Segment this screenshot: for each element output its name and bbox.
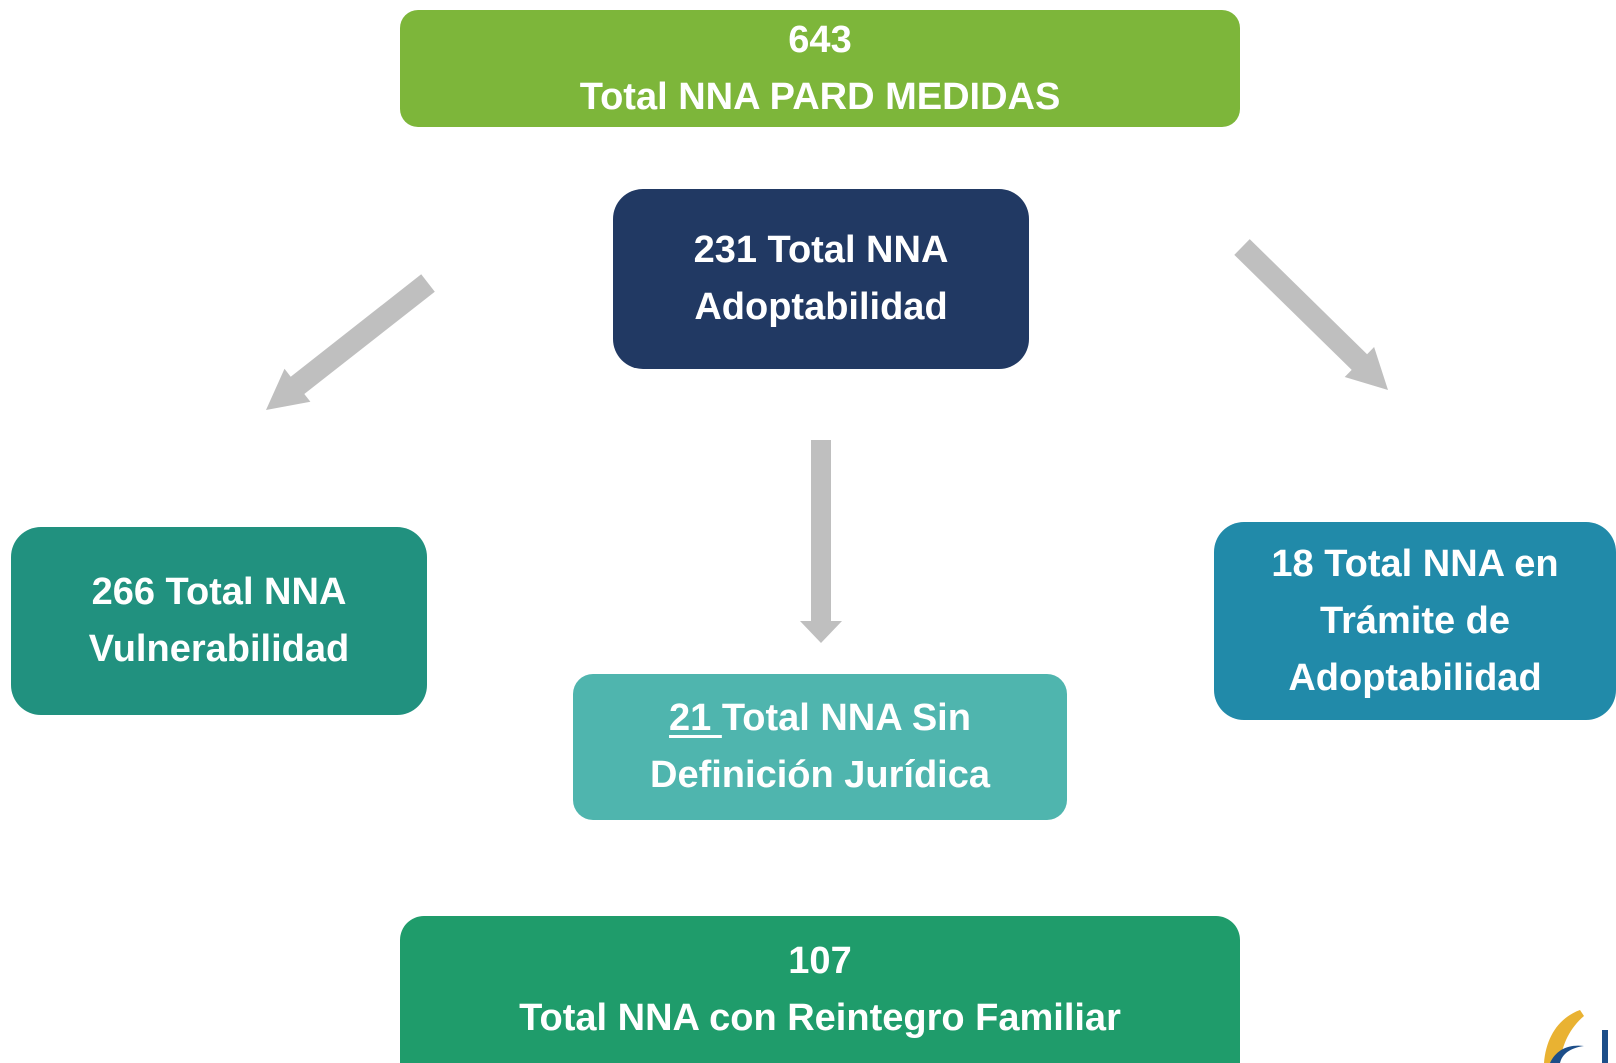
reintegro-label: Total NNA con Reintegro Familiar — [519, 996, 1121, 1039]
logo-icon — [1544, 1010, 1608, 1063]
sin-definicion-line1-rest: Total NNA Sin — [721, 697, 971, 739]
total-pard-label: Total NNA PARD MEDIDAS — [579, 75, 1061, 118]
vulnerabilidad-box: 266 Total NNA Vulnerabilidad — [11, 527, 427, 715]
tramite-adoptabilidad-box: 18 Total NNA en Trámite de Adoptabilidad — [1214, 522, 1616, 720]
tramite-line2: Trámite de — [1319, 599, 1511, 642]
reintegro-number: 107 — [788, 939, 852, 982]
total-pard-number: 643 — [788, 18, 852, 61]
tramite-line1: 18 Total NNA en — [1271, 542, 1559, 585]
adoptabilidad-line2: Adoptabilidad — [694, 286, 948, 328]
sin-definicion-line2: Definición Jurídica — [650, 754, 990, 796]
adoptabilidad-line1: 231 Total NNA — [693, 229, 949, 271]
vulnerabilidad-line2: Vulnerabilidad — [88, 628, 350, 670]
arrow-to-sin-definicion — [800, 440, 842, 643]
logo-blue-mark — [1602, 1030, 1608, 1063]
logo-blue-swoosh — [1550, 1045, 1584, 1063]
logo-gold-swoosh — [1544, 1010, 1584, 1063]
sin-definicion-line1: 21 Total NNA Sin — [669, 690, 971, 747]
reintegro-familiar-box: 107 Total NNA con Reintegro Familiar — [400, 916, 1240, 1063]
arrow-to-vulnerabilidad — [266, 274, 435, 410]
sin-definicion-number: 21 — [669, 697, 722, 739]
total-pard-medidas-box: 643 Total NNA PARD MEDIDAS — [400, 10, 1240, 127]
sin-definicion-box: 21 Total NNA Sin Definición Jurídica — [573, 674, 1067, 820]
arrow-to-tramite — [1234, 239, 1388, 390]
tramite-line3: Adoptabilidad — [1288, 656, 1542, 699]
adoptabilidad-box: 231 Total NNA Adoptabilidad — [613, 189, 1029, 369]
vulnerabilidad-line1: 266 Total NNA — [91, 571, 347, 613]
